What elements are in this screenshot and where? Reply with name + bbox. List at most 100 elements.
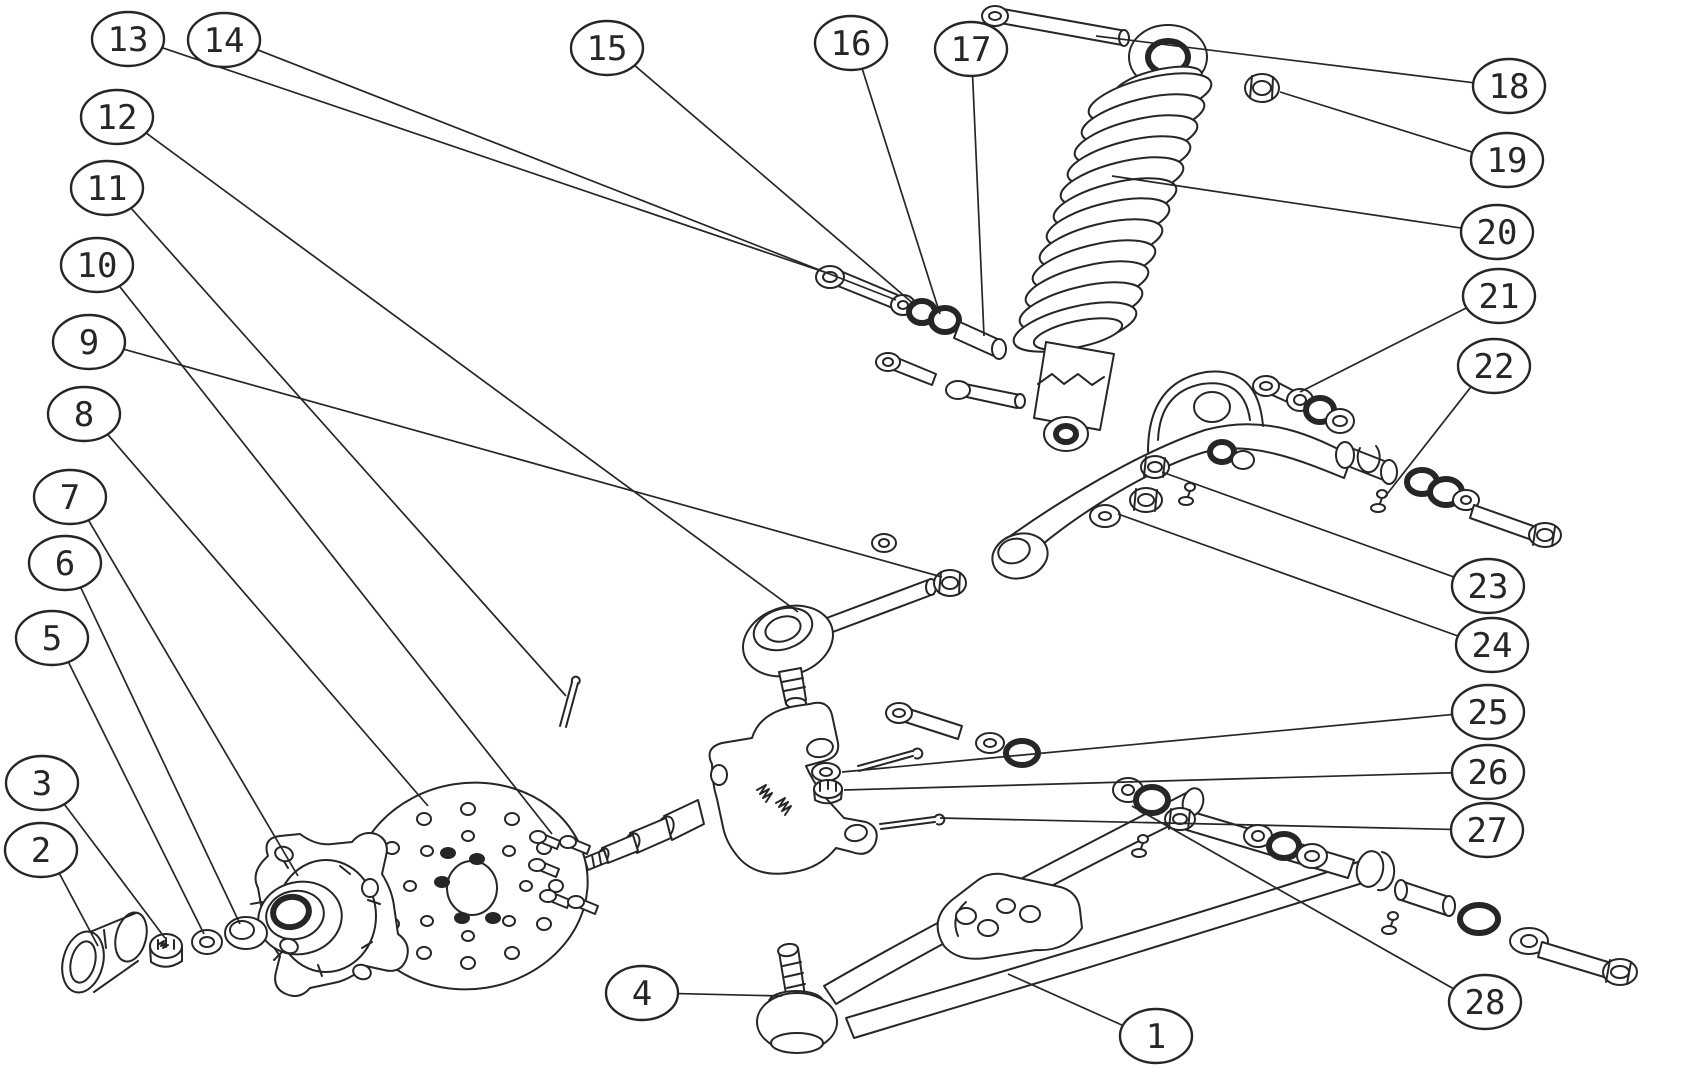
callout-24: 24 (1117, 513, 1530, 674)
callout-balloon-4 (604, 964, 680, 1022)
artwork (61, 5, 1638, 1054)
tie-rod-jam-nut (933, 569, 967, 597)
callout-7: 7 (32, 468, 299, 877)
upper-a-arm (991, 370, 1353, 580)
callout-balloon-20 (1459, 203, 1535, 261)
callout-balloon-2 (3, 821, 79, 879)
callout-4: 4 (604, 964, 783, 1022)
callout-number-26: 26 (1468, 753, 1509, 793)
callout-number-19: 19 (1487, 141, 1528, 181)
callout-balloon-15 (569, 19, 645, 77)
leader-line-12 (145, 131, 799, 613)
leader-line-24 (1117, 513, 1459, 638)
callout-number-11: 11 (87, 169, 128, 209)
callout-8: 8 (46, 385, 429, 807)
leader-line-1 (1007, 973, 1124, 1027)
callout-12: 12 (79, 88, 799, 613)
cone-washer (224, 916, 268, 950)
lower-arm-rear-pivot-set (1355, 850, 1638, 986)
callout-19: 19 (1279, 91, 1545, 189)
callout-balloon-3 (4, 754, 80, 812)
cotter-pin-upper (857, 747, 924, 772)
callout-balloon-16 (813, 14, 889, 72)
shock-top-nut (1244, 73, 1280, 103)
leader-line-18 (1095, 35, 1475, 84)
lower-a-arm (756, 777, 1638, 1054)
leader-line-2 (58, 872, 99, 947)
callout-3: 3 (4, 754, 166, 939)
leader-line-5 (67, 661, 205, 935)
callout-number-4: 4 (632, 974, 652, 1014)
leader-line-11 (130, 207, 567, 697)
callout-balloon-14 (186, 11, 262, 69)
callout-27: 27 (939, 801, 1525, 859)
callout-balloon-17 (933, 20, 1009, 78)
callout-number-27: 27 (1467, 811, 1508, 851)
callout-20: 20 (1111, 175, 1535, 261)
leader-line-8 (106, 433, 429, 807)
callout-number-10: 10 (77, 246, 118, 286)
wheel-hub (250, 832, 409, 997)
tie-rod-washer (871, 533, 897, 553)
leader-line-13 (161, 46, 825, 273)
leader-line-28 (1131, 805, 1455, 990)
callout-balloon-24 (1454, 616, 1530, 674)
grease-fitting-front-pivot (1370, 489, 1388, 513)
callout-22: 22 (1383, 337, 1532, 499)
callout-14: 14 (186, 11, 897, 301)
callout-number-7: 7 (60, 478, 80, 518)
leader-line-23 (1161, 471, 1455, 579)
leader-line-22 (1383, 385, 1473, 499)
dust-cap (61, 911, 148, 994)
cotter-pin-small (559, 675, 581, 728)
upper-arm-front-pivot-set (1335, 441, 1562, 548)
leader-line-7 (87, 519, 299, 877)
leader-line-10 (118, 285, 553, 835)
grease-fitting-rear-pivot (1381, 911, 1399, 935)
callout-balloon-1 (1118, 1007, 1194, 1065)
leader-line-9 (122, 348, 943, 578)
callout-number-2: 2 (31, 831, 51, 871)
leader-line-25 (841, 713, 1453, 773)
callout-balloon-5 (14, 609, 90, 667)
callout-balloon-13 (90, 10, 166, 68)
callout-number-18: 18 (1489, 67, 1530, 107)
caliper-bracket (936, 872, 1083, 960)
lower-arm-cross-bushings (1243, 824, 1328, 869)
leader-line-4 (677, 992, 783, 997)
callout-number-23: 23 (1468, 567, 1509, 607)
shock-top-bolt (981, 5, 1130, 47)
callout-balloon-8 (46, 385, 122, 443)
callout-6: 6 (27, 534, 241, 925)
spindle-shaft (583, 799, 705, 871)
callout-21: 21 (1299, 267, 1537, 393)
callout-number-25: 25 (1468, 693, 1509, 733)
lower-ball-joint (756, 942, 838, 1054)
leader-line-27 (939, 817, 1452, 831)
upper-arm-pivot-bolt-set (1252, 375, 1355, 434)
grease-fitting-lower-arm (1131, 834, 1149, 858)
callout-10: 10 (59, 236, 553, 835)
callout-26: 26 (843, 743, 1526, 801)
callout-number-1: 1 (1146, 1017, 1166, 1057)
callout-balloon-26 (1450, 743, 1526, 801)
callout-balloon-22 (1456, 337, 1532, 395)
callout-number-21: 21 (1479, 277, 1520, 317)
leader-line-14 (256, 48, 897, 301)
leader-line-16 (861, 67, 941, 315)
callout-number-8: 8 (74, 395, 94, 435)
leader-line-15 (633, 64, 917, 307)
callout-25: 25 (841, 683, 1526, 773)
callout-23: 23 (1161, 471, 1526, 615)
callout-balloon-19 (1469, 131, 1545, 189)
callout-5: 5 (14, 609, 205, 935)
callout-number-12: 12 (97, 98, 138, 138)
callout-15: 15 (569, 19, 917, 307)
grease-fitting-upper-arm (1178, 482, 1196, 506)
callout-balloon-21 (1461, 267, 1537, 325)
callout-1: 1 (1007, 973, 1194, 1065)
callout-number-3: 3 (32, 764, 52, 804)
cotter-pin-lower (879, 813, 946, 830)
